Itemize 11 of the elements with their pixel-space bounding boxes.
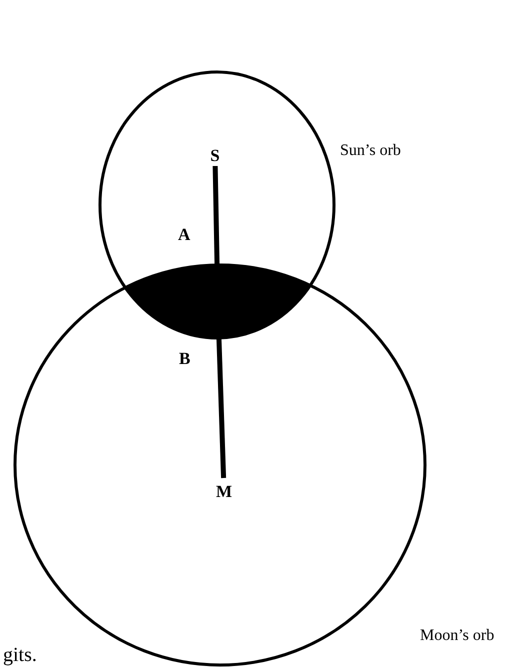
text-fragment: gits. — [3, 645, 37, 665]
connecting-line — [216, 338, 226, 478]
point-letter: A — [178, 226, 190, 243]
orb-label: Sun’s orb — [340, 143, 401, 159]
orb-label: Moon’s orb — [420, 628, 494, 644]
orb-circle — [98, 70, 336, 340]
point-letter: M — [213, 478, 235, 504]
point-letter: B — [179, 350, 190, 367]
point-letter: S — [205, 144, 225, 166]
eclipse-overlap — [125, 265, 310, 338]
connecting-line — [212, 166, 220, 266]
